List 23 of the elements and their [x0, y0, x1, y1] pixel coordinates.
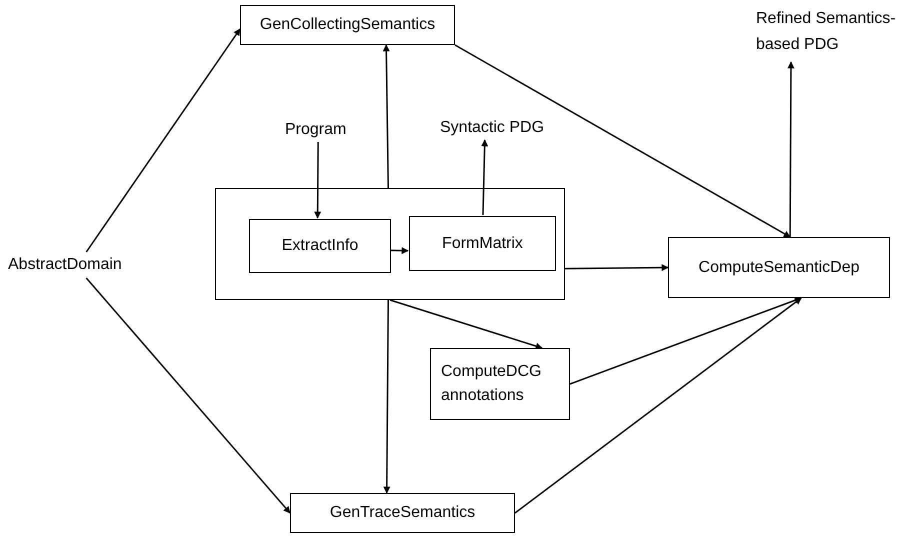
arrow: [86, 28, 241, 252]
arrow: [514, 297, 802, 514]
group-box: [215, 188, 565, 300]
process-box: GenCollectingSemantics: [240, 5, 455, 45]
process-box: ExtractInfo: [249, 219, 391, 273]
arrow: [454, 44, 791, 238]
arrow: [787, 61, 794, 237]
arrow: [86, 278, 291, 514]
arrow: [390, 299, 543, 350]
node-label: Refined Semantics- based PDG: [756, 2, 896, 62]
arrow: [382, 44, 390, 188]
node-label: Program: [285, 118, 357, 142]
arrow: [314, 142, 322, 219]
process-box: ComputeSemanticDep: [668, 237, 890, 298]
arrow: [383, 300, 390, 494]
node-label: Syntactic PDG: [440, 116, 552, 140]
process-box: FormMatrix: [409, 216, 556, 271]
arrow: [481, 139, 488, 216]
arrow: [390, 247, 409, 254]
node-label: AbstractDomain: [8, 252, 143, 278]
process-box: ComputeDCG annotations: [430, 348, 570, 420]
process-box: GenTraceSemantics: [290, 493, 515, 533]
arrow: [565, 264, 669, 272]
